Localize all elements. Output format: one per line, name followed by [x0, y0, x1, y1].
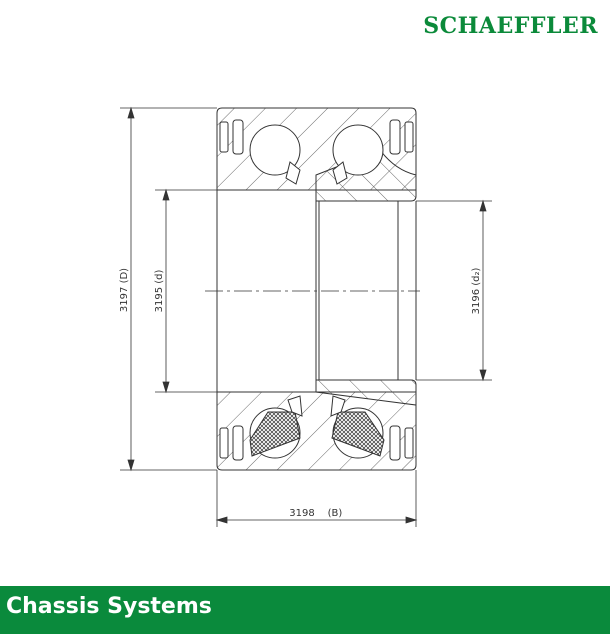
seals [219, 119, 414, 461]
outer-ring-bottom [216, 379, 417, 471]
footer-banner: Chassis Systems [0, 586, 610, 634]
dim-bore-diameter: 3195 (d) [154, 270, 165, 313]
ball-top-right [332, 124, 384, 176]
dim-outer-diameter: 3197 (D) [119, 268, 130, 312]
bearing-technical-drawing: 3197 (D) 3195 (d) 3196 (d₂) 3198 (B) [119, 106, 492, 527]
dim-width-symbol: (B) [328, 508, 343, 519]
dim-inner-ring-diameter: 3196 (d₂) [471, 268, 482, 315]
dimension-lines [120, 106, 492, 527]
schaeffler-logo: SCHAEFFLER [423, 13, 598, 39]
dim-width: 3198 [289, 508, 314, 519]
ball-top-left [249, 124, 301, 176]
footer-label: Chassis Systems [6, 594, 212, 619]
outer-ring-top [216, 107, 417, 202]
cage-bottom-right [331, 411, 385, 457]
cage-bottom-left [249, 411, 301, 457]
